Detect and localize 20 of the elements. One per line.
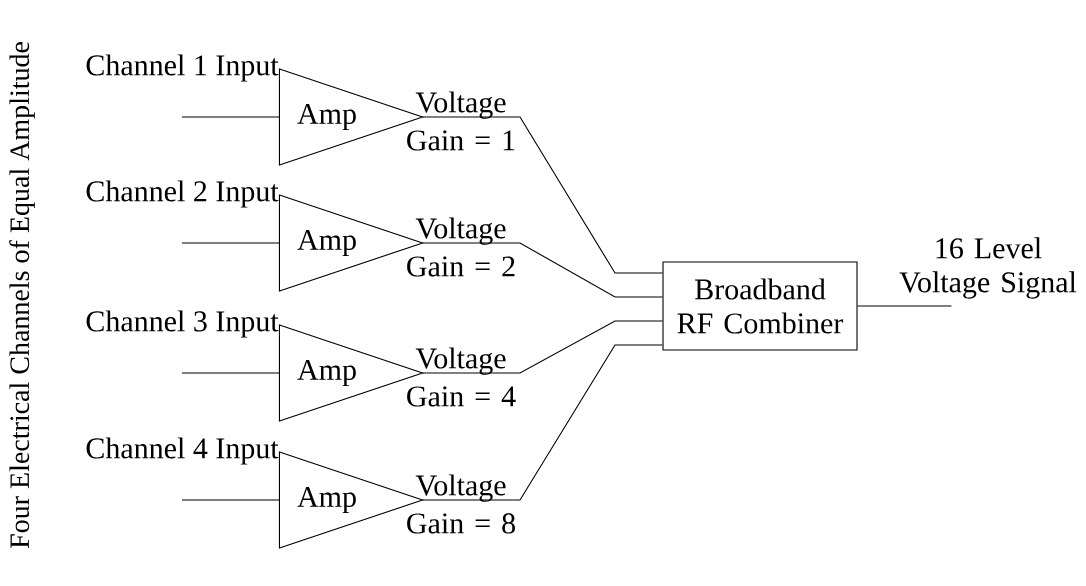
connector-line	[181, 116, 280, 118]
connector-line	[181, 499, 280, 501]
connector-line	[422, 344, 663, 501]
channel-label: Channel 1 Input	[86, 54, 279, 82]
output-label: 16 Level Voltage Signal	[899, 237, 1077, 299]
gain-label: Voltage Gain = 1	[407, 91, 515, 151]
channel-label: Channel 4 Input	[86, 437, 279, 465]
gain-label: Voltage Gain = 4	[407, 347, 516, 407]
axis-title: Four Electrical Channels of Equal Amplitude	[9, 42, 35, 549]
connector-line	[181, 372, 280, 374]
connector-line	[857, 305, 952, 307]
connector-line	[422, 242, 663, 298]
gain-label: Voltage Gain = 2	[407, 217, 515, 277]
connector-line	[422, 320, 663, 374]
connector-line	[422, 116, 663, 274]
channel-label: Channel 3 Input	[86, 310, 279, 338]
channel-label: Channel 2 Input	[86, 180, 279, 208]
combiner-box: Broadband RF Combiner	[662, 261, 858, 351]
connector-line	[181, 242, 280, 244]
gain-label: Voltage Gain = 8	[407, 474, 515, 534]
